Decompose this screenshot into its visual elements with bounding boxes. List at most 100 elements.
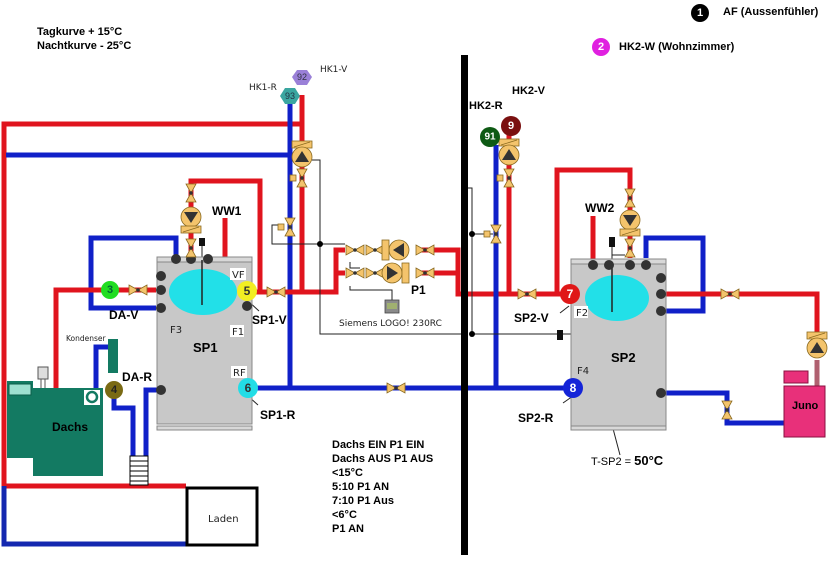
valve-juno-return xyxy=(721,400,733,420)
valve-ww2-top xyxy=(624,188,636,208)
valve-sp1-r xyxy=(386,382,406,394)
pipe-da-v xyxy=(53,287,156,388)
sensor-1[interactable]: 1 xyxy=(691,4,709,22)
da-v-label: DA-V xyxy=(109,308,138,322)
sp1-port-rf: RF xyxy=(233,368,246,379)
sp2-port-f2: F2 xyxy=(576,308,588,319)
svg-text:91: 91 xyxy=(484,132,496,143)
svg-text:3: 3 xyxy=(107,284,113,296)
hk1-r-label: HK1-R xyxy=(249,83,277,93)
valve-sp1-v xyxy=(266,286,286,298)
pipe-sp1-top-return xyxy=(88,235,179,311)
pump-p1-b xyxy=(381,262,410,284)
note-line: 7:10 P1 Aus xyxy=(332,495,394,507)
pipe-kondenser xyxy=(93,344,108,400)
svg-text:9: 9 xyxy=(508,120,514,132)
sensor-9[interactable]: 9 xyxy=(501,116,521,136)
pump-juno xyxy=(806,331,828,359)
siemens-logo-controller[interactable] xyxy=(384,299,400,314)
valve-ww1-bottom xyxy=(185,238,197,258)
sp2-port-f4: F4 xyxy=(577,366,589,377)
legend-hk2-w: HK2-W (Wohnzimmer) xyxy=(619,41,735,53)
note-line: P1 AN xyxy=(332,523,364,535)
note-line: <6°C xyxy=(332,509,357,521)
sensor-8[interactable]: 8 xyxy=(563,378,583,398)
sensor-93[interactable]: 93 xyxy=(280,88,300,104)
laden-box[interactable] xyxy=(185,486,259,547)
tank-sp2[interactable] xyxy=(570,237,667,431)
svg-text:8: 8 xyxy=(570,381,577,395)
valve-ww1-top xyxy=(185,183,197,203)
control-notes: Dachs EIN P1 EIN Dachs AUS P1 AUS <15°C … xyxy=(332,439,433,535)
p1-label: P1 xyxy=(411,283,426,297)
valve-p1-a2 xyxy=(365,244,385,256)
pipe-main-supply xyxy=(1,95,305,489)
valve-p1-a3 xyxy=(415,244,435,256)
ww2-label: WW2 xyxy=(585,201,615,215)
pipe-sp2-side-loop xyxy=(643,235,706,314)
t-sp2-readout: T-SP2 = 50°C xyxy=(591,453,664,468)
note-line: Dachs EIN P1 EIN xyxy=(332,439,424,451)
svg-text:7: 7 xyxy=(567,287,574,301)
hk2-v-label: HK2-V xyxy=(512,85,546,97)
controller-label: Siemens LOGO! 230RC xyxy=(339,319,442,329)
note-line: Dachs AUS P1 AUS xyxy=(332,453,433,465)
sp1-r-label: SP1-R xyxy=(260,408,296,422)
sensor-3[interactable]: 3 xyxy=(101,281,119,299)
pump-hk2 xyxy=(498,138,520,166)
da-r-label: DA-R xyxy=(122,370,152,384)
pump-p1-a xyxy=(381,239,410,261)
valve-p1-b3 xyxy=(415,267,435,279)
valve-p1-a1 xyxy=(345,244,365,256)
sensor-91[interactable]: 91 xyxy=(480,127,500,147)
sensor-5[interactable]: 5 xyxy=(237,281,257,301)
wire-junction xyxy=(469,231,475,237)
sp1-heat-coil xyxy=(169,269,237,315)
svg-text:6: 6 xyxy=(245,381,252,395)
juno-label: Juno xyxy=(792,400,819,412)
sp2-heat-coil xyxy=(585,275,649,321)
pump-hk1 xyxy=(291,140,313,168)
sensor-7[interactable]: 7 xyxy=(560,284,580,304)
svg-text:92: 92 xyxy=(297,72,307,82)
wire-junction xyxy=(469,331,475,337)
sensor-92[interactable]: 92 xyxy=(292,70,312,85)
building-divider xyxy=(461,55,468,555)
sensor-6[interactable]: 6 xyxy=(238,378,258,398)
sp1-v-label: SP1-V xyxy=(252,313,287,327)
sp1-port-f3: F3 xyxy=(170,325,182,336)
svg-text:1: 1 xyxy=(697,7,703,19)
valve-sp2-juno xyxy=(720,288,740,300)
sp2-v-label: SP2-V xyxy=(514,311,549,325)
svg-text:5: 5 xyxy=(244,284,251,298)
pipe-laden-return xyxy=(1,486,186,547)
laden-label: Laden xyxy=(208,514,239,525)
dachs-label: Dachs xyxy=(52,420,88,434)
svg-text:2: 2 xyxy=(598,41,604,53)
kondenser xyxy=(108,339,118,373)
kondenser-label: Kondenser xyxy=(66,334,107,343)
valve-ww2-bottom xyxy=(624,238,636,258)
legend-af: AF (Aussenfühler) xyxy=(723,6,819,18)
juno-top xyxy=(783,370,809,384)
curve-day: Tagkurve + 15°C xyxy=(37,26,122,38)
juno-boiler[interactable] xyxy=(783,385,826,438)
sensor-2[interactable]: 2 xyxy=(592,38,610,56)
svg-text:93: 93 xyxy=(285,91,295,101)
valve-p1-b2 xyxy=(365,267,385,279)
pipe-sp2-juno-supply xyxy=(662,291,820,340)
dachs-boiler[interactable] xyxy=(7,366,103,476)
sp1-port-f1: F1 xyxy=(232,327,244,338)
pipe-da-r xyxy=(143,387,158,456)
ww1-label: WW1 xyxy=(212,204,242,218)
pump-ww1 xyxy=(180,206,202,234)
note-line: 5:10 P1 AN xyxy=(332,481,389,493)
heat-exchanger xyxy=(129,455,149,486)
sp2-sensor-clip xyxy=(557,330,563,340)
valve-da-v xyxy=(128,284,148,296)
valve-p1-b1 xyxy=(345,267,365,279)
sp1-label: SP1 xyxy=(193,340,218,355)
sensor-4[interactable]: 4 xyxy=(105,381,123,399)
curve-night: Nachtkurve - 25°C xyxy=(37,40,131,52)
sp2-r-label: SP2-R xyxy=(518,411,554,425)
